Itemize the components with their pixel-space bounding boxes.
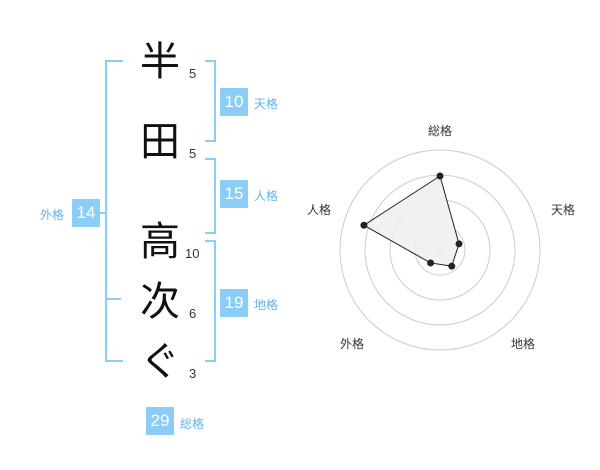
- radar-point-2: [448, 262, 456, 270]
- jinkaku-bracket: [205, 158, 216, 234]
- gaikaku-badge: 14: [72, 199, 100, 227]
- name-char-5: ぐ: [140, 339, 180, 385]
- chikaku-bracket: [205, 240, 216, 362]
- gaikaku-label: 外格: [40, 208, 65, 222]
- radar-axis-label-gaikaku: 外格: [340, 337, 365, 351]
- soukaku-label: 総格: [180, 417, 205, 431]
- radar-axis-label-soukaku: 総格: [428, 124, 453, 138]
- radar-point-0: [436, 172, 444, 180]
- stroke-count-5: 3: [189, 366, 197, 381]
- chikaku-label: 地格: [254, 298, 279, 312]
- radar-axis-label-tenkaku: 天格: [551, 203, 576, 217]
- outer-bracket-link: [100, 212, 106, 214]
- radar-axis-label-chikaku: 地格: [511, 337, 536, 351]
- radar-axis-label-jinkaku: 人格: [307, 203, 332, 217]
- radar-point-4: [360, 221, 368, 229]
- soukaku-badge: 29: [146, 407, 174, 435]
- name-char-4: 次: [140, 279, 180, 325]
- name-char-3: 高: [140, 219, 180, 265]
- outer-bracket-mid-tick: [105, 298, 121, 300]
- name-char-2: 田: [140, 119, 180, 165]
- stroke-count-1: 5: [189, 66, 197, 81]
- tenkaku-badge: 10: [220, 88, 248, 116]
- radar-point-3: [427, 259, 435, 267]
- stroke-count-4: 6: [189, 306, 197, 321]
- jinkaku-badge: 15: [220, 180, 248, 208]
- radar-point-1: [455, 240, 463, 248]
- chikaku-badge: 19: [220, 289, 248, 317]
- outer-bracket: [105, 60, 123, 362]
- tenkaku-label: 天格: [254, 97, 279, 111]
- radar-grid-ring: [339, 149, 541, 351]
- name-char-1: 半: [140, 39, 180, 85]
- jinkaku-label: 人格: [254, 189, 279, 203]
- stroke-count-2: 5: [189, 146, 197, 161]
- tenkaku-bracket: [205, 60, 216, 142]
- radar-series-polygon: [362, 175, 460, 267]
- stroke-count-3: 10: [185, 246, 200, 261]
